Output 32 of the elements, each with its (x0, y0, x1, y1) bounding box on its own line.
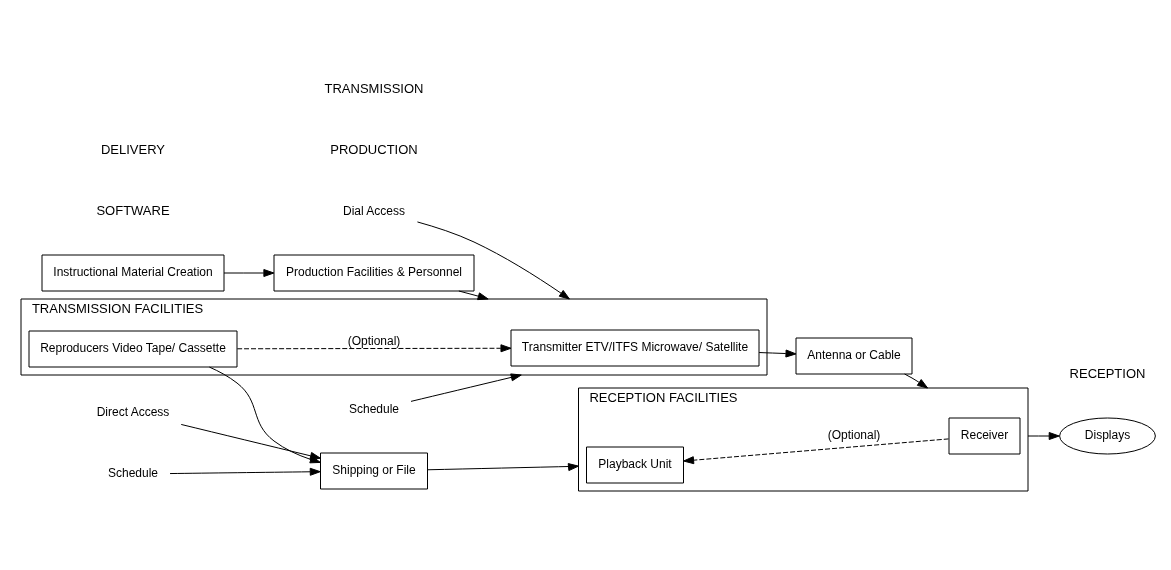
node-text: Schedule (107, 465, 159, 480)
node-box: Instructional Material Creation (41, 254, 225, 291)
arrow (758, 349, 797, 358)
arrow (180, 423, 321, 460)
edge-label: (Optional) (347, 333, 401, 348)
label: DELIVERY (100, 141, 166, 157)
label: TRANSMISSION (324, 80, 424, 96)
label: PRODUCTION (330, 141, 418, 157)
node-ellipse: Displays (1059, 417, 1156, 454)
label: SOFTWARE (96, 202, 170, 218)
arrow (236, 343, 512, 352)
arrow (427, 462, 579, 471)
arrow (683, 437, 950, 464)
node-box: Reproducers Video Tape/ Cassette (28, 330, 238, 367)
arrow (1027, 431, 1060, 440)
arrow (169, 467, 321, 476)
arrow (904, 373, 929, 388)
node-text: Direct Access (96, 404, 170, 419)
node-box: Antenna or Cable (795, 337, 913, 374)
node-box: Transmitter ETV/ITFS Microwave/ Satellite (510, 329, 760, 366)
node-box: Production Facilities & Personnel (273, 254, 475, 291)
arrow (223, 268, 275, 277)
arrow (458, 290, 489, 300)
label: RECEPTION (1069, 365, 1146, 381)
arrow (416, 220, 570, 299)
node-text: Dial Access (342, 203, 406, 218)
arrow (410, 372, 522, 402)
node-box: Shipping or File (320, 452, 428, 489)
edge-label: (Optional) (827, 427, 881, 442)
node-text: Schedule (348, 401, 400, 416)
node-box: Playback Unit (586, 446, 684, 483)
node-box: Receiver (948, 417, 1021, 454)
